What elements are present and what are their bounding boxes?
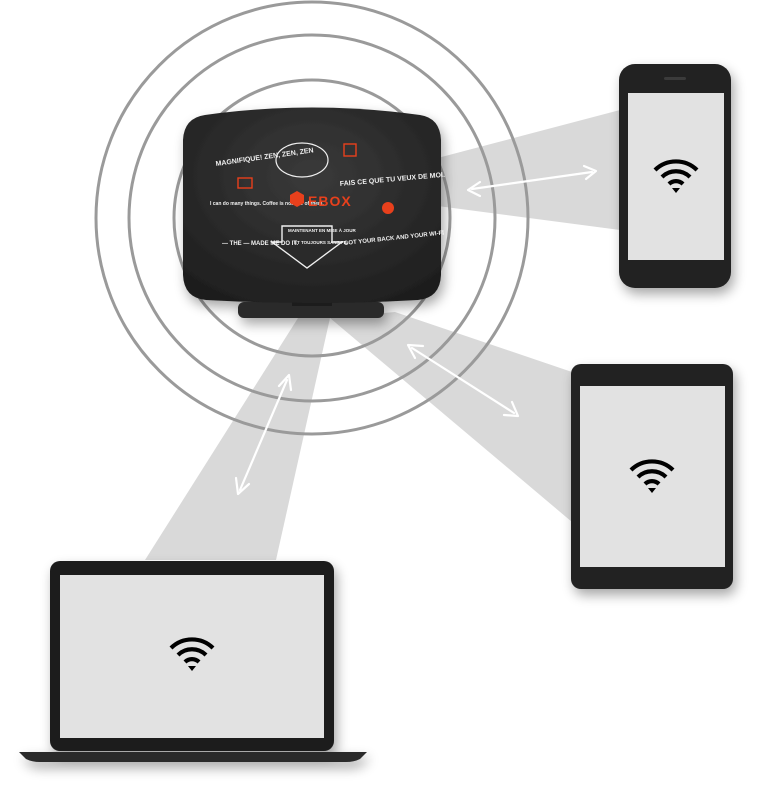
doodle-box (237, 177, 253, 189)
wifi-icon (169, 637, 215, 671)
router-logo: EBOX (290, 191, 352, 209)
tablet-screen (580, 386, 725, 567)
laptop-screen (60, 575, 324, 738)
beam-to-tablet (330, 312, 572, 522)
range-ring-inner (172, 78, 452, 358)
doodle-box (343, 143, 357, 157)
beam-to-laptop (145, 318, 330, 560)
doodle-text: — THE — MADE ME DO IT. (222, 241, 298, 247)
laptop-base (19, 752, 367, 762)
doodle-arrow (269, 225, 345, 269)
tablet (571, 364, 733, 589)
phone-screen (628, 93, 724, 260)
router-brand: EBOX (308, 193, 352, 209)
arrow-router-phone (466, 164, 598, 198)
smartphone (619, 64, 731, 288)
doodle-text: MAINTENANT EN MISE À JOUR (288, 227, 357, 233)
doodle-dot (382, 202, 394, 214)
signal-beams (145, 110, 620, 560)
arrow-router-laptop (234, 373, 293, 496)
wifi-range-rings (94, 0, 530, 436)
ebox-logo-icon (290, 191, 304, 207)
beam-to-phone (430, 110, 620, 230)
connection-arrows (234, 164, 598, 496)
doodle-cloud (275, 142, 329, 178)
phone-speaker (664, 77, 686, 80)
laptop (19, 561, 367, 762)
doodle-text: ET TOUJOURS SANS FIL (294, 240, 348, 245)
router: MAGNIFIQUE! ZEN, ZEN, ZEN I can do many … (183, 107, 445, 318)
router-stand (238, 302, 384, 318)
router-body (183, 107, 441, 303)
range-ring-middle (127, 33, 497, 403)
doodle-text: I can do many things. Coffee is not one … (210, 201, 325, 207)
arrow-router-tablet (406, 343, 520, 418)
wifi-icon (653, 159, 699, 193)
range-ring-outer (94, 0, 530, 436)
wifi-icon (629, 459, 675, 493)
